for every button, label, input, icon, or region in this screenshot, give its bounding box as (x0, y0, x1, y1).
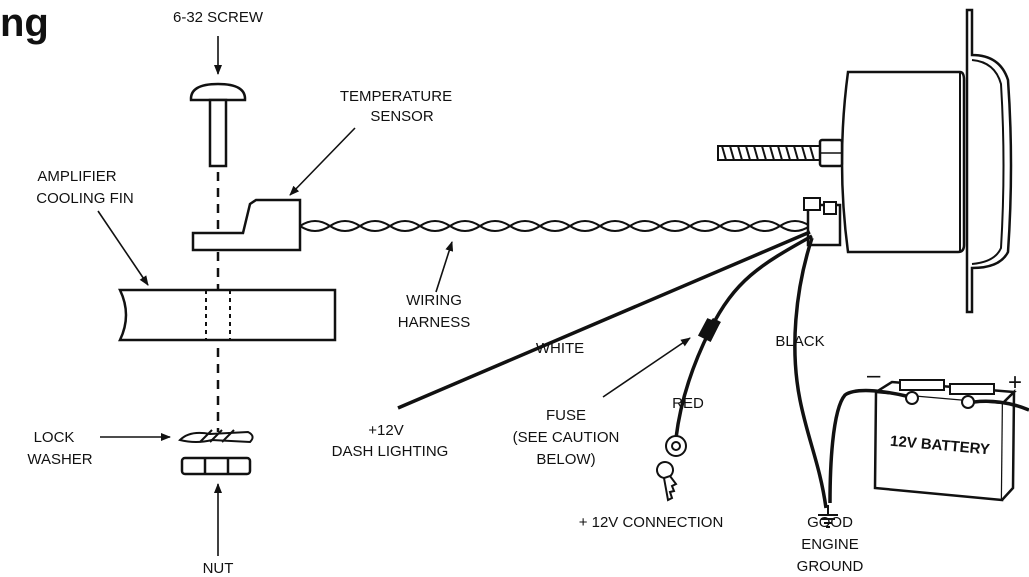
screw-label: 6-32 SCREW (173, 9, 264, 26)
screw (189, 82, 247, 168)
sensor-arrow (289, 127, 356, 196)
ignition-key-icon (656, 435, 687, 502)
connection-12v-label: + 12V CONNECTION (579, 514, 724, 531)
fuse-label-3: BELOW) (536, 451, 595, 468)
ground-symbol-icon (818, 505, 838, 528)
ground-label-3: GROUND (797, 558, 864, 575)
gauge (717, 8, 1013, 314)
black-wire-label: BLACK (775, 333, 824, 350)
red-wire-label: RED (672, 395, 704, 412)
ground-label-2: ENGINE (801, 536, 859, 553)
white-wire (397, 230, 811, 410)
dash-lighting-label-1: +12V (368, 422, 403, 439)
battery (828, 379, 1029, 504)
leader-arrows (97, 36, 691, 556)
inline-fuse (697, 318, 721, 343)
battery-negative-sign: – (867, 362, 881, 389)
fuse-arrow (602, 337, 691, 398)
lock-washer (178, 429, 254, 444)
battery-positive-sign: + (1008, 369, 1022, 396)
fuse-label-2: (SEE CAUTION (513, 429, 620, 446)
black-wire (793, 237, 828, 509)
amplifier-cooling-fin (118, 288, 337, 342)
fuse-label-1: FUSE (546, 407, 586, 424)
temperature-sensor-label-1: TEMPERATURE (340, 88, 452, 105)
amplifier-cooling-fin-label-1: AMPLIFIER (37, 168, 116, 185)
white-wire-label: WHITE (536, 340, 584, 357)
temperature-sensor (191, 198, 302, 252)
temperature-sensor-label-2: SENSOR (370, 108, 434, 125)
ground-label-1: GOOD (807, 514, 853, 531)
cooling-fin-arrow (97, 210, 149, 286)
amplifier-cooling-fin-label-2: COOLING FIN (36, 190, 134, 207)
lock-washer-label-2: WASHER (27, 451, 92, 468)
wiring-harness (299, 220, 811, 232)
dash-lighting-label-2: DASH LIGHTING (332, 443, 449, 460)
lock-washer-label-1: LOCK (34, 429, 75, 446)
wiring-harness-label-1: WIRING (406, 292, 462, 309)
heading-fragment: ng (0, 1, 49, 45)
nut (180, 456, 252, 476)
nut-label: NUT (203, 560, 234, 577)
wiring-harness-label-2: HARNESS (398, 314, 471, 331)
harness-arrow (435, 241, 454, 293)
